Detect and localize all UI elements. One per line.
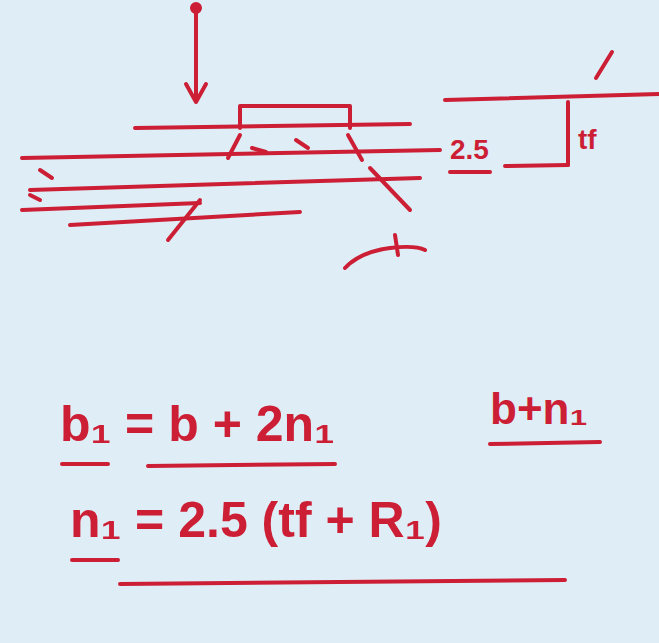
thickness-symbol: tf — [578, 124, 597, 156]
flange-tick — [596, 52, 612, 78]
formula: n₁ = 2.5 (tf + R₁) — [70, 492, 442, 550]
dispersion-line — [30, 195, 40, 200]
formula: b+n₁ — [490, 384, 588, 435]
dispersion-line — [370, 168, 410, 210]
dispersion-line — [348, 135, 362, 160]
flange-line — [135, 124, 410, 128]
formula-underline — [490, 442, 600, 444]
dimension-curve — [345, 247, 425, 268]
formula-underline — [120, 580, 565, 584]
dispersion-arrow — [296, 140, 308, 148]
formula-underline — [62, 462, 108, 466]
label-underline — [450, 170, 490, 174]
flange-line — [22, 203, 200, 210]
formula-underline — [148, 464, 335, 466]
dispersion-line — [168, 200, 200, 240]
thickness-bracket — [566, 102, 570, 165]
flange-edge — [445, 94, 659, 100]
flange-line — [30, 178, 420, 190]
arrow-head — [186, 84, 206, 102]
thickness-bracket — [505, 165, 568, 166]
load-arrow — [194, 10, 198, 100]
dimension-tick — [395, 235, 398, 255]
formula-underline — [72, 558, 118, 562]
dimension-ratio: 2.5 — [450, 134, 489, 166]
formula: b₁ = b + 2n₁ — [60, 396, 335, 454]
dispersion-line — [228, 135, 240, 158]
dispersion-arrow — [252, 148, 266, 152]
dispersion-line — [40, 170, 52, 178]
